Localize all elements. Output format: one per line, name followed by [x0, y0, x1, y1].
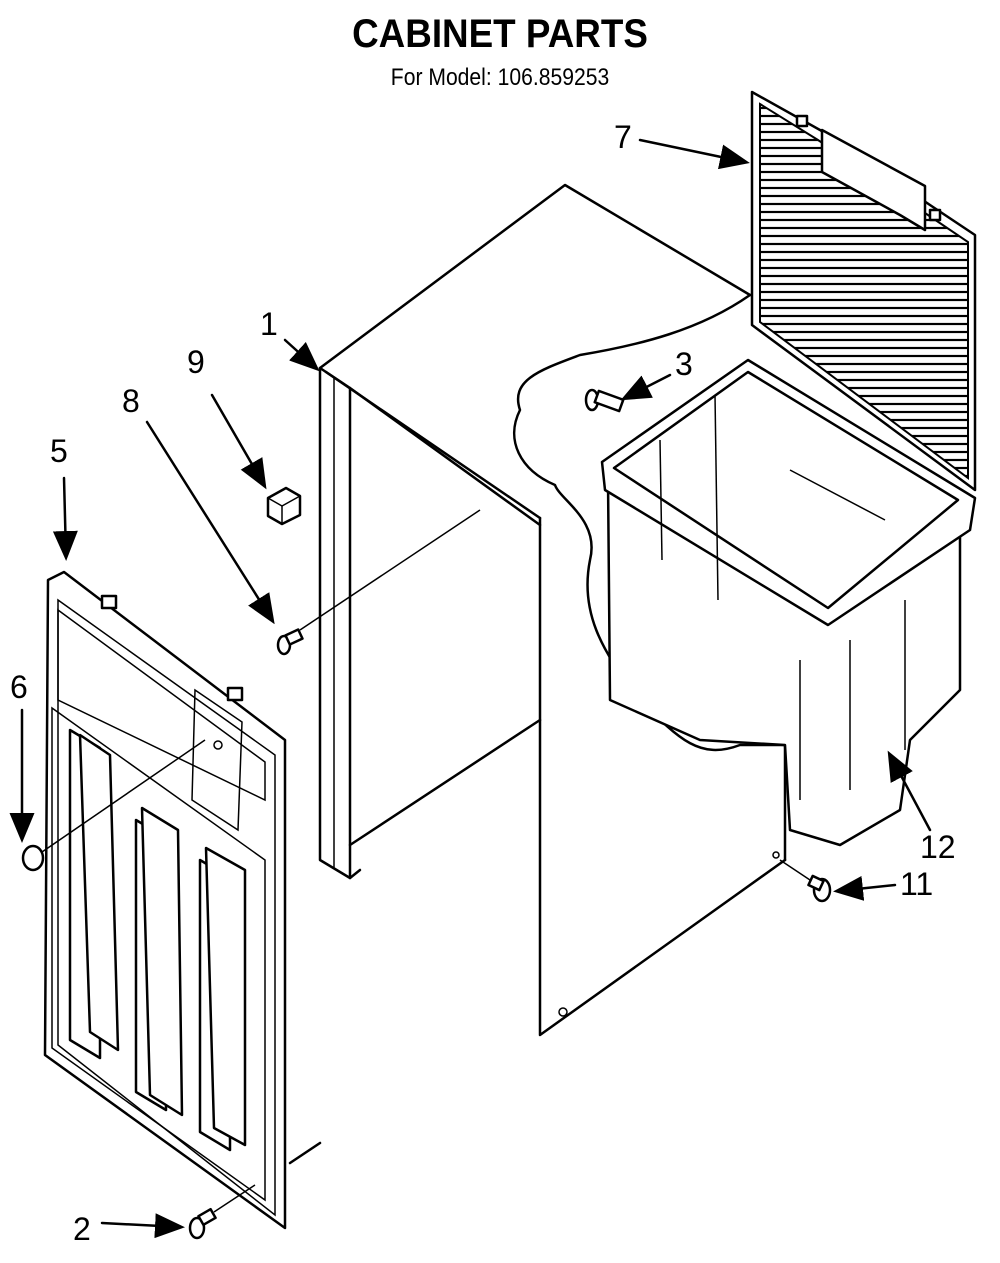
top-grille-cover: [750, 90, 977, 492]
callout-2: 2: [73, 1211, 91, 1247]
callout-1: 1: [260, 306, 278, 342]
cabinet-frame: [318, 183, 787, 1037]
leader-arrows: [9, 138, 932, 1239]
callout-12: 12: [920, 829, 956, 865]
screw-part-8: [276, 509, 481, 656]
plug-part-6: [21, 739, 206, 872]
callout-8: 8: [122, 383, 140, 419]
callout-9: 9: [187, 344, 205, 380]
callout-3: 3: [675, 346, 693, 382]
page-title: CABINET PARTS: [352, 12, 648, 56]
hinge-part-3: [584, 388, 625, 413]
model-subtitle: For Model: 106.859253: [390, 64, 610, 91]
cap-part-9: [266, 486, 302, 526]
callout-6: 6: [10, 669, 28, 705]
callout-11: 11: [900, 866, 933, 902]
screw-part-11: [779, 859, 832, 903]
callout-5: 5: [50, 433, 68, 469]
callout-7: 7: [614, 119, 632, 155]
screw-part-2: [188, 1184, 256, 1240]
storage-bin: [600, 358, 977, 847]
front-door-panel: [43, 570, 322, 1230]
